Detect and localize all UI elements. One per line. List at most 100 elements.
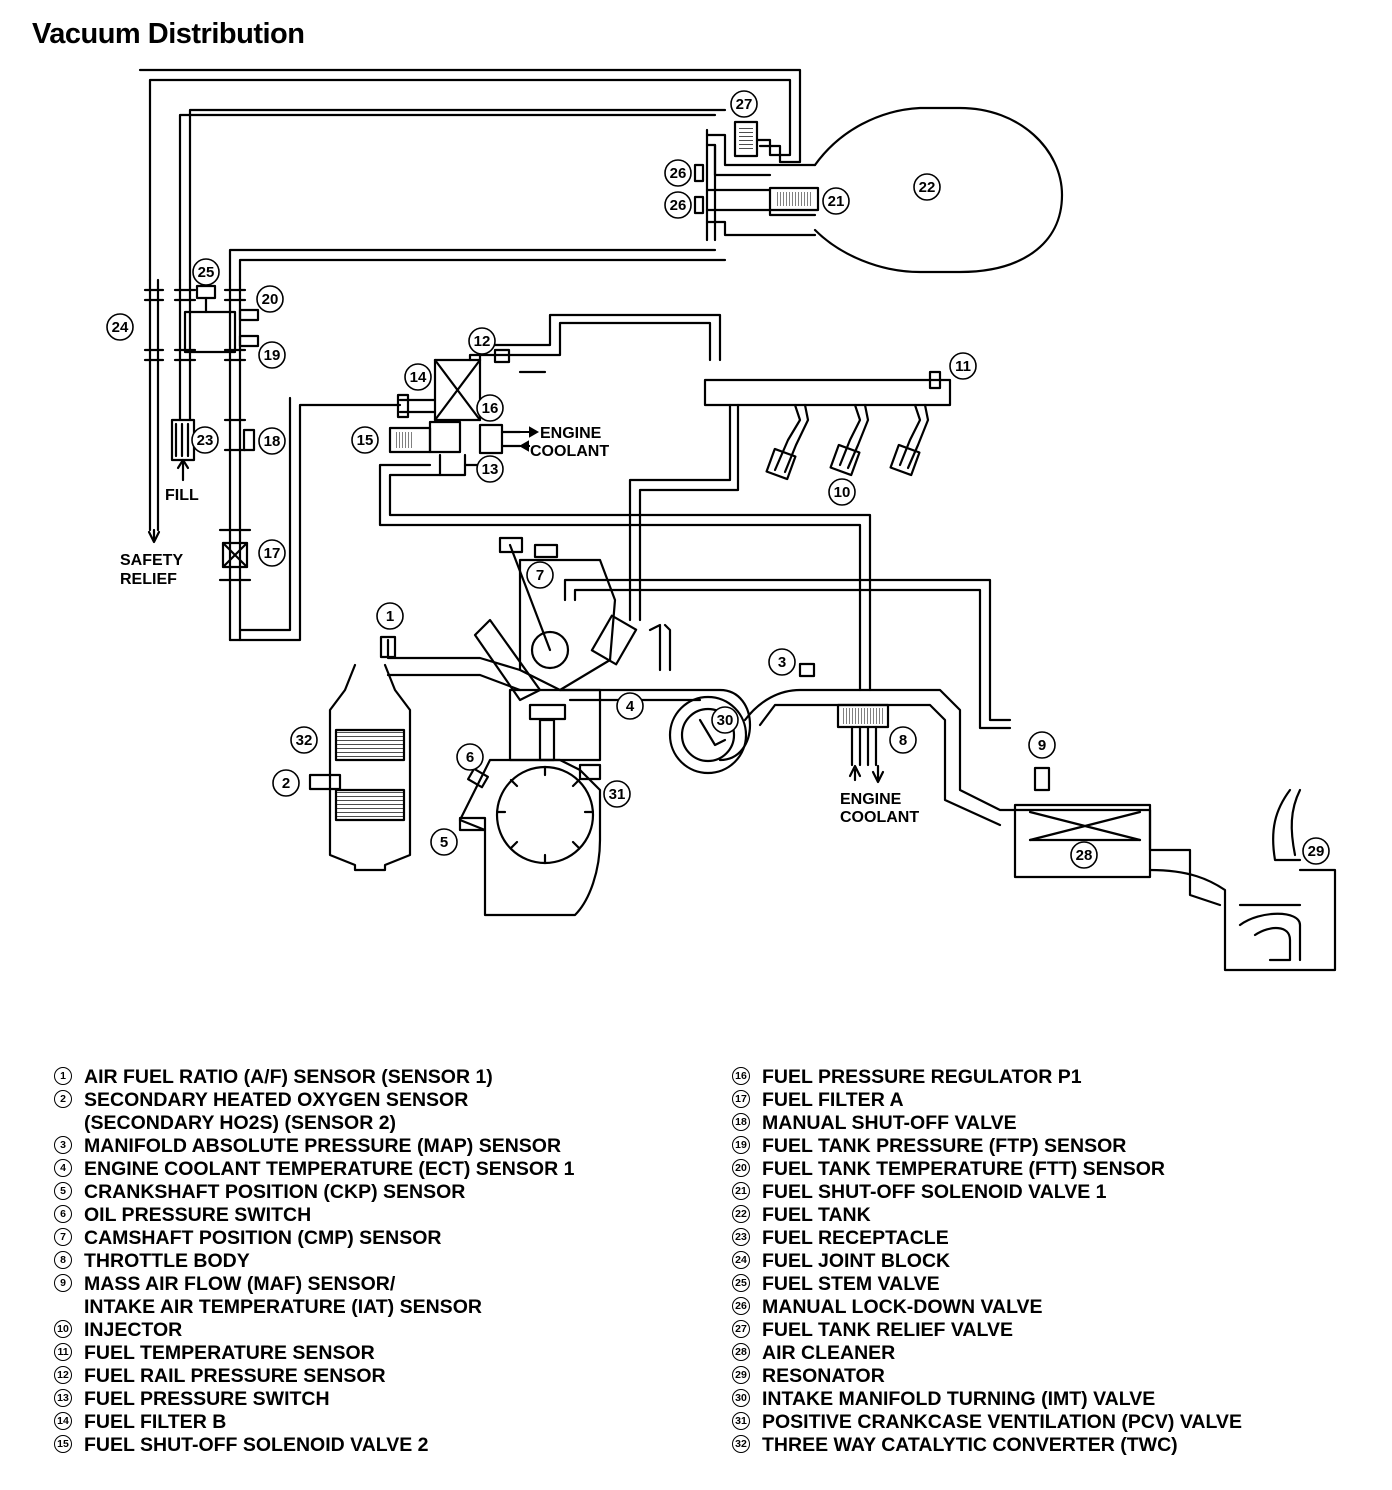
legend-number-badge: 7 xyxy=(54,1228,72,1246)
legend-number-badge: 16 xyxy=(732,1067,750,1085)
legend-text: INJECTOR xyxy=(84,1319,182,1342)
svg-text:2: 2 xyxy=(282,775,290,792)
legend-item-3: 3 MANIFOLD ABSOLUTE PRESSURE (MAP) SENSOR xyxy=(54,1135,574,1158)
callout-15: 15 xyxy=(351,426,379,454)
callout-6: 6 xyxy=(456,743,484,771)
legend-text: FUEL JOINT BLOCK xyxy=(762,1250,950,1273)
callout-18: 18 xyxy=(258,427,286,455)
legend-number-badge: 10 xyxy=(54,1320,72,1338)
legend-number-badge: 3 xyxy=(54,1136,72,1154)
svg-text:23: 23 xyxy=(197,432,214,449)
svg-text:20: 20 xyxy=(262,291,279,308)
map-sensor-shape xyxy=(798,662,816,678)
svg-text:6: 6 xyxy=(466,749,474,766)
legend-text: FUEL TANK xyxy=(762,1204,871,1227)
legend-number-badge: 4 xyxy=(54,1159,72,1177)
engine-coolant-top-label-1: ENGINE xyxy=(540,425,602,442)
legend-number-badge: 22 xyxy=(732,1205,750,1223)
legend-text-line: CAMSHAFT POSITION (CMP) SENSOR xyxy=(84,1227,442,1249)
legend-text-line: FUEL PRESSURE SWITCH xyxy=(84,1388,330,1410)
legend-text-line: FUEL PRESSURE REGULATOR P1 xyxy=(762,1066,1082,1088)
legend-text-line: FUEL FILTER A xyxy=(762,1089,904,1111)
legend-text-line: THREE WAY CATALYTIC CONVERTER (TWC) xyxy=(762,1434,1178,1456)
legend-item-32: 32 THREE WAY CATALYTIC CONVERTER (TWC) xyxy=(732,1434,1242,1457)
svg-text:1: 1 xyxy=(386,608,394,625)
legend-text: MASS AIR FLOW (MAF) SENSOR/INTAKE AIR TE… xyxy=(84,1273,482,1319)
svg-text:17: 17 xyxy=(264,545,281,562)
legend-text: MANUAL LOCK-DOWN VALVE xyxy=(762,1296,1043,1319)
legend-number-badge: 32 xyxy=(732,1435,750,1453)
safety-relief-label-2: RELIEF xyxy=(120,571,177,588)
callout-30: 30 xyxy=(711,706,739,734)
page-title: Vacuum Distribution xyxy=(32,18,305,50)
legend-text-line: MANIFOLD ABSOLUTE PRESSURE (MAP) SENSOR xyxy=(84,1135,562,1157)
callout-7: 7 xyxy=(526,561,554,589)
legend-text-line: CRANKSHAFT POSITION (CKP) SENSOR xyxy=(84,1181,466,1203)
svg-text:30: 30 xyxy=(717,712,734,729)
legend-text: INTAKE MANIFOLD TURNING (IMT) VALVE xyxy=(762,1388,1155,1411)
callout-3: 3 xyxy=(768,648,796,676)
crankcase-shape xyxy=(458,758,602,917)
callout-12: 12 xyxy=(468,327,496,355)
fuel-rail-shape xyxy=(703,378,952,407)
legend-text-line: FUEL TEMPERATURE SENSOR xyxy=(84,1342,375,1364)
legend-text-line: FUEL STEM VALVE xyxy=(762,1273,940,1295)
legend-number-badge: 23 xyxy=(732,1228,750,1246)
legend-text: FUEL SHUT-OFF SOLENOID VALVE 1 xyxy=(762,1181,1107,1204)
callout-29: 29 xyxy=(1302,837,1330,865)
svg-text:26: 26 xyxy=(670,165,687,182)
legend-text: FUEL STEM VALVE xyxy=(762,1273,940,1296)
legend-text-line: MASS AIR FLOW (MAF) SENSOR/ xyxy=(84,1273,396,1295)
legend-text: FUEL FILTER A xyxy=(762,1089,904,1112)
legend-text-line: INTAKE AIR TEMPERATURE (IAT) SENSOR xyxy=(84,1296,482,1318)
svg-text:16: 16 xyxy=(482,400,499,417)
legend-number-badge: 27 xyxy=(732,1320,750,1338)
legend-item-27: 27 FUEL TANK RELIEF VALVE xyxy=(732,1319,1242,1342)
callout-5: 5 xyxy=(430,828,458,856)
callout-27: 27 xyxy=(730,90,758,118)
legend-text-line: MANUAL SHUT-OFF VALVE xyxy=(762,1112,1017,1134)
legend-item-22: 22 FUEL TANK xyxy=(732,1204,1242,1227)
callout-31: 31 xyxy=(603,780,631,808)
legend-text: FUEL TEMPERATURE SENSOR xyxy=(84,1342,375,1365)
callout-32: 32 xyxy=(290,726,318,754)
callout-19: 19 xyxy=(258,341,286,369)
injector-shapes xyxy=(765,403,930,481)
legend-text-line: RESONATOR xyxy=(762,1365,885,1387)
svg-text:7: 7 xyxy=(536,567,544,584)
callout-16: 16 xyxy=(476,394,504,422)
legend-text-line: FUEL FILTER B xyxy=(84,1411,227,1433)
legend-number-badge: 6 xyxy=(54,1205,72,1223)
callout-8: 8 xyxy=(889,726,917,754)
vacuum-distribution-diagram: 1 2 3 4 5 6 7 8 9 10 11 12 13 14 15 16 1… xyxy=(106,68,1337,972)
air-cleaner-shape xyxy=(1013,803,1152,879)
legend-number-badge: 24 xyxy=(732,1251,750,1269)
throttle-body-shape xyxy=(836,703,890,729)
callout-11: 11 xyxy=(949,352,977,380)
legend-number-badge: 20 xyxy=(732,1159,750,1177)
svg-text:18: 18 xyxy=(264,433,281,450)
legend-item-24: 24 FUEL JOINT BLOCK xyxy=(732,1250,1242,1273)
legend-text: CRANKSHAFT POSITION (CKP) SENSOR xyxy=(84,1181,465,1204)
legend-text: SECONDARY HEATED OXYGEN SENSOR(SECONDARY… xyxy=(84,1089,468,1135)
legend-text-line: FUEL TANK RELIEF VALVE xyxy=(762,1319,1013,1341)
callout-26a: 26 xyxy=(664,159,692,187)
legend-number-badge: 11 xyxy=(54,1343,72,1361)
legend-item-11: 11 FUEL TEMPERATURE SENSOR xyxy=(54,1342,574,1365)
secondary-ho2s-shape xyxy=(308,773,342,791)
maf-sensor-shape xyxy=(1033,766,1051,792)
svg-text:27: 27 xyxy=(736,96,753,113)
callout-9: 9 xyxy=(1028,731,1056,759)
legend-text: FUEL PRESSURE SWITCH xyxy=(84,1388,330,1411)
